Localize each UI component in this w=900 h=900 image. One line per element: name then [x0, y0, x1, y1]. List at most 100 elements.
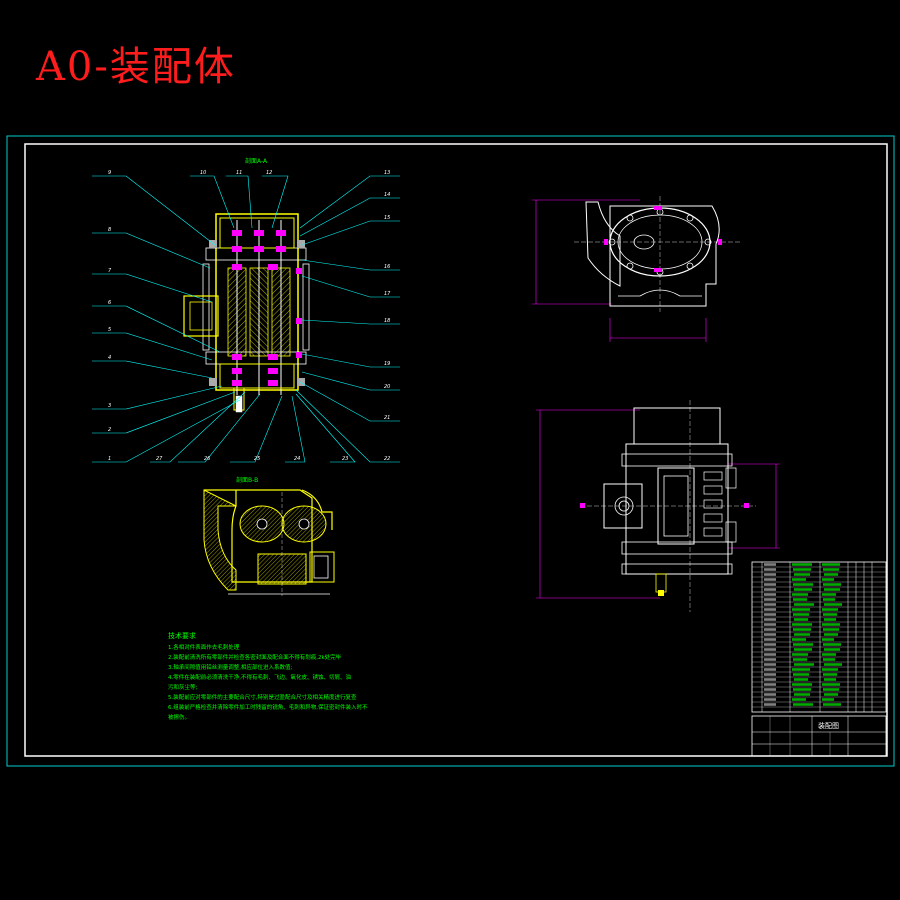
bom-cell-mark	[823, 598, 835, 601]
callout-label: 3	[108, 403, 111, 409]
bom-cell-mark	[822, 623, 840, 626]
bom-cell-mark	[824, 618, 836, 621]
bom-cell-mark	[824, 693, 838, 696]
bom-cell-mark	[764, 583, 776, 586]
bom-cell-mark	[823, 673, 837, 676]
bom-cell-mark	[823, 583, 841, 586]
callout-label: 20	[384, 384, 390, 390]
bom-cell-mark	[793, 598, 807, 601]
tech-title: 技术要求	[168, 631, 196, 640]
bom-cell-mark	[792, 683, 812, 686]
bom-cell-mark	[764, 618, 776, 621]
callout-label: 10	[200, 170, 206, 176]
callout-label: 25	[254, 456, 260, 462]
callout-label: 24	[294, 456, 300, 462]
bom-cell-mark	[824, 573, 838, 576]
bom-cell-mark	[793, 583, 813, 586]
bom-cell-mark	[764, 653, 776, 656]
front-view	[532, 196, 740, 342]
callout-label: 12	[266, 170, 272, 176]
bom-cell-mark	[793, 613, 809, 616]
bom-cell-mark	[823, 613, 837, 616]
bom-cell-mark	[764, 693, 776, 696]
drawing-name: 装配图	[818, 721, 839, 730]
bom-cell-mark	[764, 658, 776, 661]
bom-cell-mark	[764, 638, 776, 641]
bom-cell-mark	[822, 668, 838, 671]
bom-cell-mark	[794, 573, 810, 576]
bom-cell-mark	[793, 628, 811, 631]
bom-cell-mark	[792, 638, 806, 641]
bom-cell-mark	[822, 653, 836, 656]
bom-cell-mark	[822, 683, 840, 686]
bom-cell-mark	[822, 563, 840, 566]
callout-label: 9	[108, 170, 111, 176]
bom-cell-mark	[764, 608, 776, 611]
bom-cell-mark	[793, 658, 807, 661]
callout-label: 11	[236, 170, 242, 176]
section-b-label: 剖面B-B	[236, 476, 258, 484]
bom-cell-mark	[764, 688, 776, 691]
callout-label: 1	[108, 456, 111, 462]
bom-cell-mark	[793, 643, 813, 646]
inner-frame	[24, 143, 888, 757]
bom-cell-mark	[794, 648, 812, 651]
callout-label: 8	[108, 227, 111, 233]
callout-label: 22	[384, 456, 390, 462]
callout-label: 4	[108, 355, 111, 361]
callout-label: 5	[108, 327, 111, 333]
bom-cell-mark	[822, 578, 834, 581]
tech-line: 1.各相对件表面作去毛刺处理	[168, 643, 240, 651]
bom-cell-mark	[793, 568, 811, 571]
bom-cell-mark	[824, 678, 836, 681]
bom-cell-mark	[792, 593, 808, 596]
tech-line: 4.零件在装配前必须清洗干净,不得有毛刺、飞边、氧化皮、锈蚀、切屑、油	[168, 673, 351, 681]
bom-cell-mark	[764, 603, 776, 606]
tech-line: 被擦伤。	[168, 713, 190, 721]
outer-frame	[6, 135, 895, 767]
top-view	[536, 400, 780, 612]
bom-cell-mark	[764, 683, 776, 686]
bom-cell-mark	[764, 613, 776, 616]
bom-cell-mark	[794, 588, 812, 591]
bom-cell-mark	[824, 633, 838, 636]
bom-cell-mark	[792, 668, 810, 671]
callout-label: 16	[384, 264, 390, 270]
bom-cell-mark	[764, 678, 776, 681]
bom-cell-mark	[824, 588, 840, 591]
tech-line: 3.轴承间隙值用铅丝测量调整,相应部位进入系数值;	[168, 663, 292, 671]
bom-cell-mark	[764, 623, 776, 626]
bom-cell-mark	[764, 573, 776, 576]
bom-cell-mark	[824, 648, 840, 651]
bom-cell-mark	[792, 653, 808, 656]
bom-cell-mark	[792, 623, 812, 626]
tech-line: 2.装配前清洗所有零部件并检查各密封面及配合面不得有划痕,2k处完毕	[168, 653, 342, 661]
bom-cell-mark	[794, 693, 810, 696]
bom-cell-mark	[764, 703, 776, 706]
bom-cell-mark	[823, 568, 839, 571]
bom-cell-mark	[764, 563, 776, 566]
parts-list	[751, 561, 887, 713]
callout-label: 17	[384, 291, 391, 297]
bom-cell-mark	[794, 678, 808, 681]
callout-label: 13	[384, 170, 390, 176]
bom-cell-mark	[794, 633, 810, 636]
bom-cell-mark	[764, 593, 776, 596]
bom-cell-mark	[793, 688, 811, 691]
bom-cell-mark	[822, 593, 836, 596]
bom-cell-mark	[764, 628, 776, 631]
bom-cell-mark	[764, 663, 776, 666]
tech-requirements: 技术要求 1.各相对件表面作去毛刺处理 2.装配前清洗所有零部件并检查各密封面及…	[168, 631, 368, 721]
section-a-label: 剖面A-A	[245, 157, 268, 165]
section-b-view: 剖面B-B	[203, 476, 335, 596]
callout-label: 14	[384, 192, 390, 198]
bom-cell-mark	[792, 698, 806, 701]
bom-cell-mark	[823, 658, 835, 661]
bom-cell-mark	[823, 643, 841, 646]
bom-cell-mark	[823, 628, 839, 631]
bom-cell-mark	[793, 673, 809, 676]
tech-line: 污和灰尘等;	[168, 683, 198, 691]
callout-label: 18	[384, 318, 390, 324]
callout-label: 6	[108, 300, 111, 306]
section-a-view: 剖面A-A	[92, 157, 400, 463]
